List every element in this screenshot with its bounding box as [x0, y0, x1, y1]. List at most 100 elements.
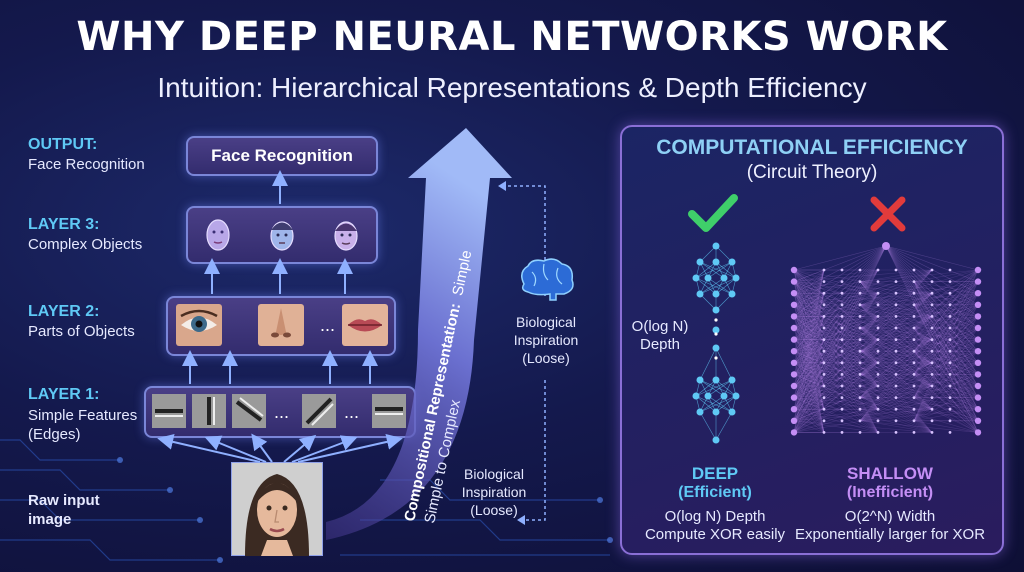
shallow-hidden-node [948, 326, 952, 330]
network-edge [913, 281, 979, 329]
deep-ellipsis-dot [714, 318, 718, 322]
network-edge [913, 362, 979, 398]
network-edge [793, 245, 887, 329]
network-edge [793, 269, 879, 364]
network-edge [793, 281, 933, 340]
shallow-hidden-node [894, 338, 898, 341]
network-edge [793, 281, 933, 387]
network-edge [913, 374, 979, 398]
shallow-top-node [882, 242, 890, 250]
network-edge [793, 269, 825, 352]
shallow-hidden-node [822, 349, 826, 353]
network-edge [793, 316, 879, 352]
shallow-hidden-node [912, 361, 916, 365]
network-edge [793, 292, 879, 364]
network-edge [859, 281, 979, 433]
network-edge [859, 304, 979, 398]
network-edge [793, 269, 825, 294]
network-edge [793, 362, 879, 398]
network-edge [793, 292, 933, 398]
network-edge [793, 350, 879, 410]
network-edge [793, 362, 825, 410]
arrow-input-layer1 [157, 434, 261, 463]
network-edge [913, 304, 979, 375]
network-edge [913, 293, 979, 375]
network-edge [859, 327, 979, 422]
shallow-hidden-node [894, 384, 898, 388]
network-edge [793, 269, 933, 294]
face-icon [270, 221, 294, 251]
output-box-text: Face Recognition [211, 146, 353, 165]
network-edge [793, 316, 933, 422]
network-edge [793, 269, 879, 329]
shallow-hidden-node [912, 280, 916, 283]
network-edge [793, 350, 933, 387]
brain-icon [521, 258, 574, 301]
lips-icon [342, 304, 388, 346]
network-edge [793, 339, 825, 352]
network-edge [793, 339, 879, 433]
network-edge [913, 281, 979, 294]
network-edge [793, 408, 933, 433]
network-edge [913, 316, 979, 398]
shallow-hidden-node [876, 280, 880, 283]
shallow-input-node [790, 348, 798, 355]
network-edge [859, 292, 979, 329]
network-edge [913, 281, 979, 398]
network-edge [793, 316, 933, 340]
network-edge [793, 362, 879, 387]
shallow-hidden-node [876, 315, 880, 318]
shallow-output-node [974, 359, 982, 366]
shallow-output-node [974, 429, 982, 436]
shallow-hidden-node [894, 419, 898, 423]
network-edge [793, 339, 879, 352]
shallow-hidden-node [840, 268, 844, 272]
network-edge [913, 304, 979, 398]
network-edge [913, 281, 979, 340]
network-edge [859, 420, 979, 433]
shallow-output-node [974, 266, 982, 274]
deep-node [692, 392, 700, 400]
network-edge [793, 245, 887, 410]
network-edge [913, 374, 979, 422]
network-edge [793, 281, 879, 410]
shallow-hidden-node [894, 431, 898, 434]
network-edge [793, 397, 933, 433]
network-edge [793, 385, 825, 421]
network-edge [793, 316, 933, 387]
shallow-hidden-node [912, 349, 916, 353]
network-edge [913, 281, 979, 317]
network-edge [793, 292, 933, 329]
network-edge [859, 350, 979, 433]
network-edge [913, 397, 979, 433]
network-edge [913, 350, 979, 375]
shallow-hidden-node [858, 291, 862, 295]
shallow-hidden-node [876, 361, 880, 365]
network-edge [793, 327, 825, 433]
network-edge [793, 316, 825, 363]
network-edge [793, 293, 879, 398]
network-edge [859, 281, 979, 340]
network-edge [793, 385, 879, 398]
network-edge [793, 339, 933, 422]
deep-node [712, 258, 720, 266]
network-edge [793, 269, 879, 410]
deep-side-line1: O(log N) [631, 318, 689, 335]
shallow-hidden-node [894, 315, 898, 318]
network-edge [793, 269, 825, 421]
network-edge [859, 304, 979, 410]
shallow-hidden-node [858, 361, 862, 365]
shallow-output-node [974, 394, 982, 401]
shallow-hidden-node [948, 315, 952, 318]
shallow-hidden-node [876, 338, 880, 341]
network-edge [793, 269, 879, 294]
network-edge [793, 362, 879, 375]
network-edge [913, 269, 979, 375]
layer3-label: LAYER 3: [28, 216, 100, 233]
network-edge [793, 408, 879, 422]
network-edge [913, 304, 979, 329]
shallow-hidden-node [948, 407, 952, 411]
shallow-hidden-node [930, 396, 934, 399]
shallow-output-node [974, 348, 982, 355]
bio-bottom-line1: Biological [464, 466, 524, 482]
